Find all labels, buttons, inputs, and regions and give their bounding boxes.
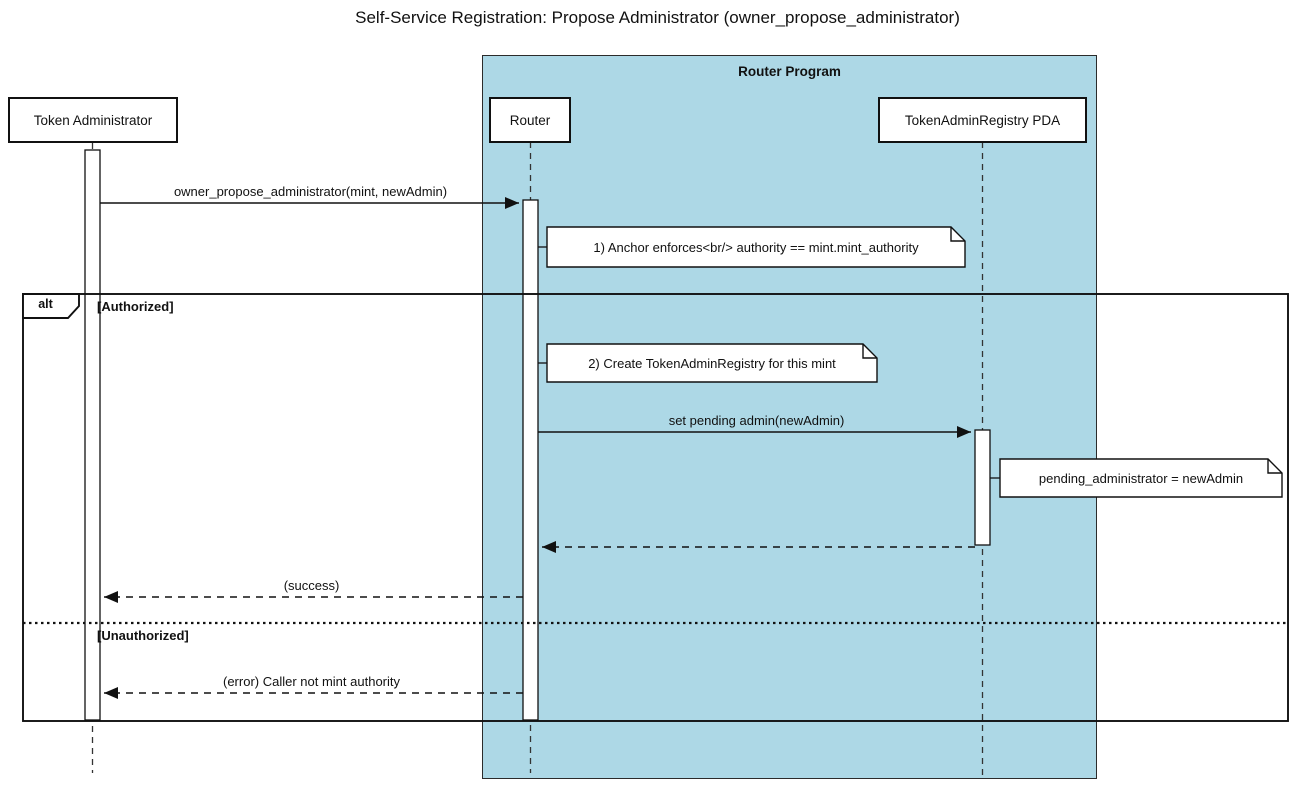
note-anchor-enforces: 1) Anchor enforces<br/> authority == min… (593, 239, 919, 255)
participant-token-administrator: Token Administrator (8, 97, 178, 143)
alt-branch-authorized-label: [Authorized] (97, 299, 174, 314)
note3-shape (999, 458, 1283, 498)
note2-fold (862, 344, 877, 359)
note3-fold (1267, 459, 1282, 474)
note1-fold (950, 227, 965, 242)
message-label-set-pending-admin: set pending admin(newAdmin) (668, 413, 845, 428)
alt-operator-label: alt (38, 297, 53, 311)
note-pending-administrator: pending_administrator = newAdmin (1038, 470, 1244, 486)
message-label-owner-propose-administrator: owner_propose_administrator(mint, newAdm… (173, 184, 448, 199)
router-program-group-label: Router Program (738, 64, 841, 79)
note2-shape (546, 343, 878, 383)
alt-operator-pentagon (22, 293, 80, 319)
alt-branch-unauthorized-label: [Unauthorized] (97, 628, 189, 643)
diagram-title: Self-Service Registration: Propose Admin… (355, 8, 960, 27)
participant-router-label: Router (509, 112, 551, 128)
message-label-success: (success) (283, 578, 340, 593)
participant-router: Router (489, 97, 571, 143)
note-create-registry: 2) Create TokenAdminRegistry for this mi… (588, 355, 836, 371)
activation-token-admin-registry-pda (974, 429, 991, 546)
participant-token-administrator-label: Token Administrator (33, 112, 153, 128)
participant-token-admin-registry-pda-label: TokenAdminRegistry PDA (904, 112, 1061, 128)
router-program-group (482, 55, 1097, 779)
alt-frame (22, 293, 1289, 722)
activation-token-administrator (84, 149, 101, 721)
note1-shape (546, 226, 966, 268)
activation-router (522, 199, 539, 721)
participant-token-admin-registry-pda: TokenAdminRegistry PDA (878, 97, 1087, 143)
message-label-error: (error) Caller not mint authority (223, 674, 400, 689)
